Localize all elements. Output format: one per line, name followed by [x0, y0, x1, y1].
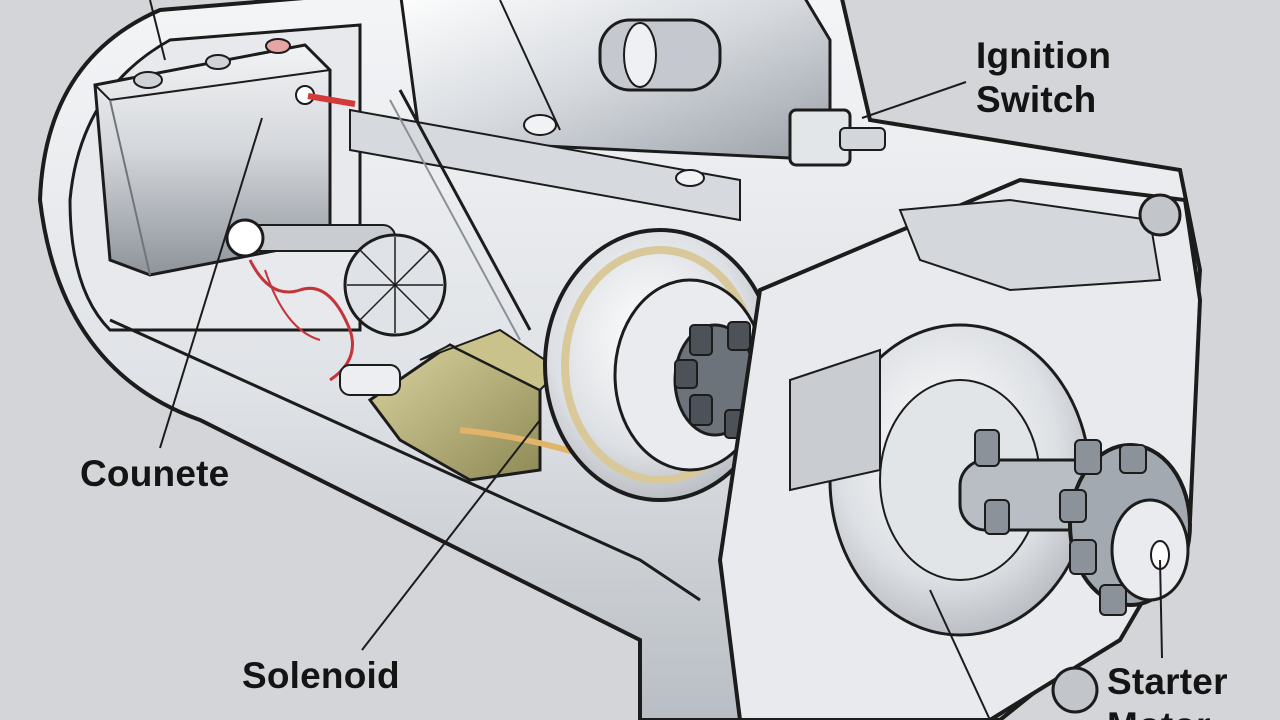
motor-cylinder: [349, 0, 832, 222]
starter-motor-label-line2: Motor: [1107, 704, 1228, 720]
starter-motor-label: Starter Motor: [1107, 660, 1228, 720]
leader-top-center: [499, 0, 561, 131]
battery: [93, 38, 356, 277]
ignition-switch-label-line2: Switch: [976, 79, 1097, 120]
leader-top-left: [149, 0, 166, 61]
leader-solenoid: [361, 419, 541, 651]
leader-bottom: [929, 589, 991, 720]
ignition-switch-label-line1: Ignition: [976, 35, 1112, 76]
solenoid-label: Solenoid: [242, 655, 400, 696]
leader-lines: [149, 0, 1163, 720]
starter-motor-label-line1: Starter: [1107, 661, 1228, 702]
counete-label: Counete: [80, 453, 230, 494]
leader-counete: [159, 117, 263, 449]
leader-starter-motor: [1159, 559, 1163, 659]
ignition-switch-terminal: [788, 108, 886, 167]
leader-ignition-switch: [861, 81, 967, 119]
inner-mechanism: [225, 89, 532, 382]
ignition-switch-label: Ignition Switch: [976, 34, 1111, 122]
